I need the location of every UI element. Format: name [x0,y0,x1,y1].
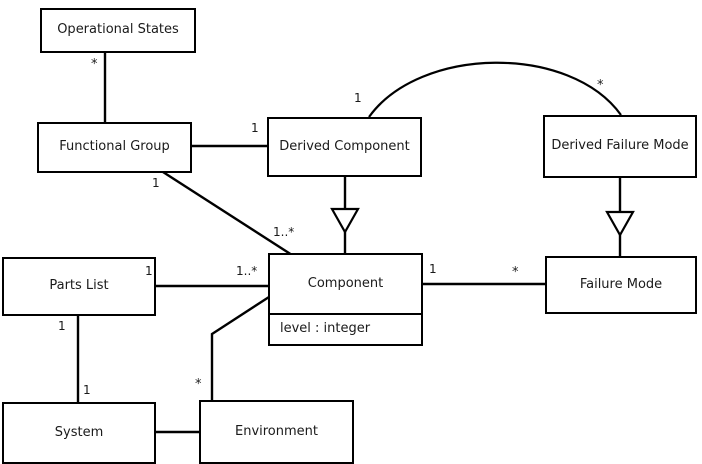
class-name-component: Component [307,275,384,291]
multiplicity-component-functional-group: 1..* [273,225,295,239]
multiplicity-parts-list-component: 1 [145,264,153,278]
association-derived-component-derived-failure-mode [368,61,622,118]
class-box-functional-group[interactable]: Functional Group [37,122,192,173]
class-name-failure-mode: Failure Mode [579,276,663,292]
multiplicity-component-parts-list: 1..* [236,264,258,278]
class-name-operational-states: Operational States [57,22,179,38]
multiplicity-functional-group-derived-component: 1 [251,121,259,135]
class-name-derived-failure-mode: Derived Failure Mode [551,138,689,154]
class-box-derived-component[interactable]: Derived Component [267,117,422,177]
multiplicity-component-failure-mode: 1 [429,262,437,276]
class-box-operational-states[interactable]: Operational States [40,8,196,53]
multiplicity-environment-component: * [195,377,202,392]
class-box-system[interactable]: System [2,402,156,464]
class-box-parts-list[interactable]: Parts List [2,257,156,316]
class-name-environment: Environment [234,423,318,439]
association-functional-group-component [162,170,293,257]
class-box-component[interactable]: Component level : integer [268,253,423,346]
class-name-functional-group: Functional Group [59,139,170,155]
multiplicity-failure-mode-component: * [512,265,519,280]
generalization-arrow-derived-failure-mode [605,210,635,238]
multiplicity-derived-failure-mode-curve: * [597,78,604,93]
class-name-system: System [54,424,104,440]
multiplicity-operational-states: * [91,57,98,72]
multiplicity-system-parts-list: 1 [83,383,91,397]
multiplicity-functional-group-component: 1 [152,176,160,190]
class-box-environment[interactable]: Environment [199,400,354,464]
multiplicity-derived-component-curve: 1 [354,91,362,105]
class-name-parts-list: Parts List [49,278,109,294]
class-attribute-component-level: level : integer [270,313,421,344]
class-name-derived-component: Derived Component [279,138,410,154]
association-environment-component [210,295,270,400]
class-box-failure-mode[interactable]: Failure Mode [545,256,697,314]
multiplicity-parts-list-system: 1 [58,319,66,333]
generalization-arrow-derived-component [330,207,360,235]
class-box-derived-failure-mode[interactable]: Derived Failure Mode [543,115,697,178]
